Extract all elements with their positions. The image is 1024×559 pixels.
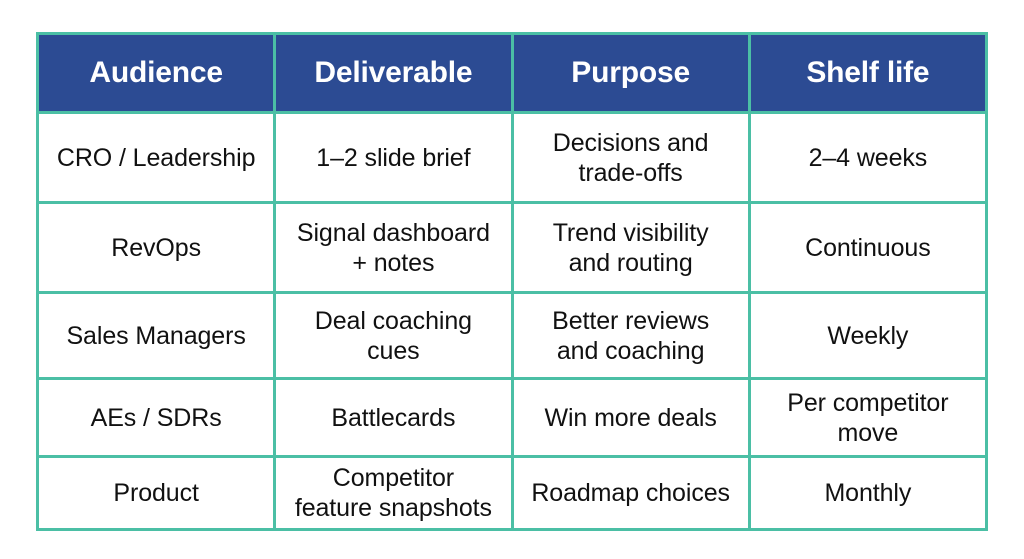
table-row: Product Competitor feature snapshots Roa… [35,455,989,531]
column-header-audience-label: Audience [89,56,223,90]
cell-shelf-life-text: Per competitor move [787,388,949,447]
cell-deliverable-text: Signal dashboard + notes [296,218,490,277]
column-header-deliverable: Deliverable [273,32,514,114]
cell-purpose: Better reviews and coaching [510,291,751,380]
column-header-deliverable-label: Deliverable [314,56,473,90]
cell-purpose: Trend visibility and routing [510,201,751,294]
cell-shelf-life: Weekly [747,291,989,380]
table-row: Sales Managers Deal coaching cues Better… [35,291,989,380]
column-header-shelf-life-label: Shelf life [806,56,930,90]
cell-deliverable: 1–2 slide brief [273,111,514,204]
cell-purpose: Decisions and trade-offs [510,111,751,204]
cell-deliverable: Deal coaching cues [273,291,514,380]
cell-purpose-text: Trend visibility and routing [552,218,709,277]
cell-shelf-life: 2–4 weeks [747,111,989,204]
cell-deliverable-text: Battlecards [331,403,456,432]
column-header-shelf-life: Shelf life [747,32,989,114]
cell-shelf-life: Continuous [747,201,989,294]
cell-audience-text: AEs / SDRs [90,403,222,432]
cell-audience: RevOps [35,201,277,294]
cell-deliverable: Battlecards [273,377,514,458]
cell-deliverable-text: Competitor feature snapshots [294,464,492,522]
audience-deliverable-matrix: Audience Deliverable Purpose Shelf life [35,32,989,531]
cell-deliverable: Competitor feature snapshots [273,455,514,531]
cell-audience-text: CRO / Leadership [56,143,256,172]
cell-audience: AEs / SDRs [35,377,277,458]
cell-purpose: Win more deals [510,377,751,458]
cell-audience: CRO / Leadership [35,111,277,204]
table-header: Audience Deliverable Purpose Shelf life [35,32,989,114]
column-header-audience: Audience [35,32,277,114]
cell-shelf-life: Monthly [747,455,989,531]
cell-audience-text: Sales Managers [66,321,246,350]
matrix-table: Audience Deliverable Purpose Shelf life [35,32,989,531]
table-row: AEs / SDRs Battlecards Win more deals Pe… [35,377,989,458]
cell-purpose-text: Better reviews and coaching [552,306,710,365]
cell-purpose-text: Roadmap choices [531,479,730,507]
cell-purpose-text: Win more deals [544,403,717,432]
cell-audience-text: RevOps [111,233,201,262]
cell-deliverable-text: Deal coaching cues [314,306,472,365]
table-body: CRO / Leadership 1–2 slide brief Decisio… [35,111,989,531]
cell-purpose: Roadmap choices [510,455,751,531]
column-header-purpose-label: Purpose [571,56,690,90]
header-row: Audience Deliverable Purpose Shelf life [35,32,989,114]
cell-deliverable-text: 1–2 slide brief [316,143,471,172]
table-row: RevOps Signal dashboard + notes Trend vi… [35,201,989,294]
cell-audience: Sales Managers [35,291,277,380]
column-header-purpose: Purpose [510,32,751,114]
cell-audience: Product [35,455,277,531]
cell-shelf-life-text: 2–4 weeks [808,143,928,172]
cell-audience-text: Product [113,479,199,507]
cell-shelf-life: Per competitor move [747,377,989,458]
table-row: CRO / Leadership 1–2 slide brief Decisio… [35,111,989,204]
cell-purpose-text: Decisions and trade-offs [552,128,709,187]
cell-shelf-life-text: Weekly [827,321,909,350]
cell-deliverable: Signal dashboard + notes [273,201,514,294]
cell-shelf-life-text: Continuous [805,233,931,262]
cell-shelf-life-text: Monthly [824,479,912,507]
